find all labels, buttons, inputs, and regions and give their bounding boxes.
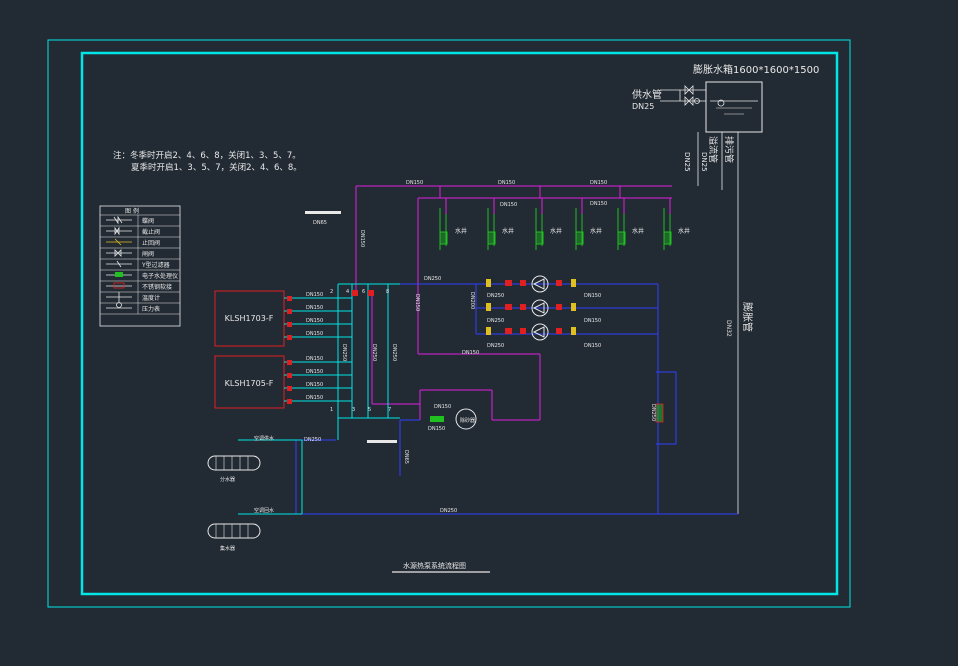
pump-piping bbox=[295, 283, 738, 515]
unit-valves bbox=[287, 290, 374, 404]
outer-frame bbox=[47, 39, 851, 608]
port-label: DN150 bbox=[306, 318, 323, 324]
pipe-end-cap bbox=[367, 440, 397, 443]
overflow-label: 溢流管 bbox=[707, 136, 719, 163]
unit-collector-piping bbox=[238, 283, 400, 515]
well-label: 水井 bbox=[455, 227, 467, 235]
unit-2-label: KLSH1705-F bbox=[225, 379, 274, 388]
legend-item: 蝶阀 bbox=[142, 217, 154, 225]
supply-pipe-valves bbox=[660, 85, 739, 514]
legend-table bbox=[99, 205, 181, 327]
valve-numbers: 2 4 6 8 1 3 5 7 bbox=[330, 289, 391, 413]
legend-item: 截止阀 bbox=[142, 228, 160, 236]
port-label: DN150 bbox=[306, 356, 323, 362]
valve-number: 8 bbox=[386, 289, 389, 295]
dn25-b: DN25 bbox=[700, 152, 708, 172]
port-label: DN150 bbox=[306, 369, 323, 375]
pipe-label: DN250 bbox=[341, 344, 347, 361]
well-label: 水井 bbox=[678, 227, 690, 235]
wells: 水井 水井 水井 水井 水井 水井 bbox=[439, 198, 690, 250]
pipe-label: DN150 bbox=[590, 180, 607, 186]
supply-line-label: 空调供水 bbox=[254, 435, 274, 442]
pipe-label: DN250 bbox=[650, 404, 656, 421]
sand-remover bbox=[430, 408, 477, 430]
note-line-1: 注：冬季时开启2、4、6、8，关闭1、3、5、7。 bbox=[113, 150, 301, 161]
legend-item: 止回阀 bbox=[142, 239, 160, 247]
port-label: DN150 bbox=[306, 331, 323, 337]
pipe-label: DN150 bbox=[434, 404, 451, 410]
valve-number: 7 bbox=[388, 407, 391, 413]
legend-item: 不锈钢软接 bbox=[142, 283, 172, 291]
pipe-label: DN150 bbox=[462, 350, 479, 356]
valve-number: 6 bbox=[362, 289, 365, 295]
legend-title: 图 例 bbox=[125, 207, 139, 215]
pipe-end-cap bbox=[305, 211, 341, 214]
right-filter bbox=[655, 403, 664, 423]
drain-label: 排污管 bbox=[723, 136, 735, 163]
port-label: DN150 bbox=[584, 293, 601, 299]
pipe-label: DN150 bbox=[359, 230, 365, 247]
port-label: DN150 bbox=[584, 318, 601, 324]
expansion-label: 膨胀管 bbox=[741, 302, 754, 332]
drawing-title: 水源热泵系统流程图 bbox=[403, 561, 466, 570]
sand-remover-label: 除砂器 bbox=[460, 417, 475, 424]
heat-pump-unit-1 bbox=[214, 290, 285, 347]
unit-1-label: KLSH1703-F bbox=[225, 314, 274, 323]
pipe-label: DN150 bbox=[590, 201, 607, 207]
pipe-label: DN150 bbox=[414, 294, 420, 311]
valve-number: 3 bbox=[352, 407, 355, 413]
port-label: DN150 bbox=[584, 343, 601, 349]
pipe-label: DN65 bbox=[313, 220, 327, 226]
tank-label: 膨胀水箱1600*1600*1500 bbox=[693, 63, 819, 76]
port-label: DN150 bbox=[306, 382, 323, 388]
pipe-label: DN200 bbox=[469, 292, 475, 309]
port-label: DN150 bbox=[306, 395, 323, 401]
well-label: 水井 bbox=[632, 227, 644, 235]
pipe-label: DN150 bbox=[500, 202, 517, 208]
port-label: DN250 bbox=[487, 343, 504, 349]
pipe-label: DN250 bbox=[391, 344, 397, 361]
port-label: DN250 bbox=[487, 318, 504, 324]
well-supply-piping bbox=[355, 185, 672, 421]
dn25-a: DN25 bbox=[683, 152, 691, 172]
pipe-label: DN250 bbox=[440, 508, 457, 514]
dn-main-right: DN32 bbox=[725, 320, 732, 337]
well-label: 水井 bbox=[550, 227, 562, 235]
legend-item: 闸阀 bbox=[142, 250, 154, 258]
well-label: 水井 bbox=[502, 227, 514, 235]
inner-frame bbox=[80, 51, 839, 596]
supply-pipe-label: 供水管 bbox=[632, 88, 662, 101]
return-line-label: 空调回水 bbox=[254, 507, 274, 514]
return-header-label: 集水器 bbox=[220, 545, 235, 552]
valve-number: 4 bbox=[346, 289, 349, 295]
pipe-label: DN150 bbox=[428, 426, 445, 432]
legend-item: 电子水处理仪 bbox=[142, 272, 178, 280]
supply-pipe-size: DN25 bbox=[632, 102, 654, 111]
pipe-label: DN65 bbox=[403, 450, 409, 464]
port-label: DN150 bbox=[306, 292, 323, 298]
valve-number: 5 bbox=[368, 407, 371, 413]
return-header bbox=[207, 523, 261, 539]
circulation-pumps bbox=[486, 275, 576, 341]
valve-number: 2 bbox=[330, 289, 333, 295]
pipe-label: DN250 bbox=[371, 344, 377, 361]
pipe-label: DN150 bbox=[406, 180, 423, 186]
supply-header bbox=[207, 455, 261, 471]
heat-pump-unit-2 bbox=[214, 355, 285, 409]
well-label: 水井 bbox=[590, 227, 602, 235]
expansion-tank bbox=[705, 81, 763, 133]
port-label: DN150 bbox=[306, 305, 323, 311]
note-line-2: 夏季时开启1、3、5、7，关闭2、4、6、8。 bbox=[131, 162, 302, 173]
legend-item: 温度计 bbox=[142, 294, 160, 302]
port-label: DN250 bbox=[487, 293, 504, 299]
supply-header-label: 分水器 bbox=[220, 476, 235, 483]
pipe-label: DN150 bbox=[498, 180, 515, 186]
valve-number: 1 bbox=[330, 407, 333, 413]
pipe-label: DN250 bbox=[424, 276, 441, 282]
legend-labels: 蝶阀 截止阀 止回阀 闸阀 Y型过滤器 电子水处理仪 不锈钢软接 温度计 压力表 bbox=[141, 217, 178, 313]
legend-item: Y型过滤器 bbox=[141, 261, 170, 269]
pipe-label: DN250 bbox=[304, 437, 321, 443]
legend-item: 压力表 bbox=[142, 305, 160, 313]
